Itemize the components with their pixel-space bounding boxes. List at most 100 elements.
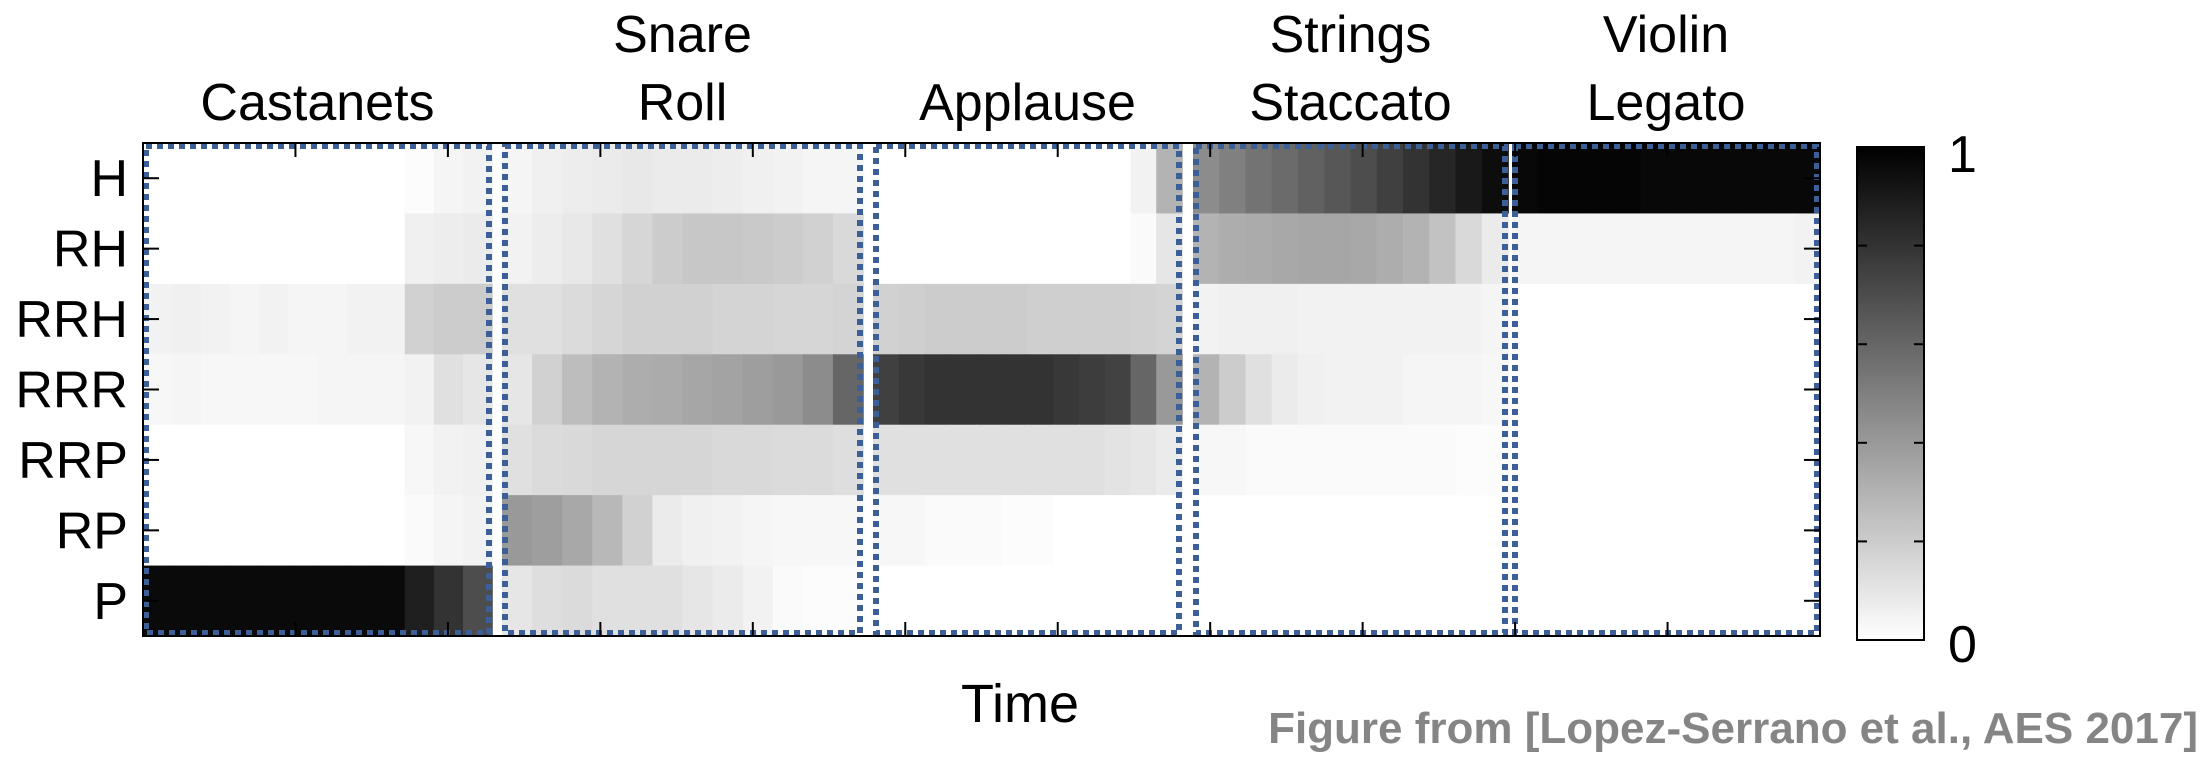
segment-label-line: Violin: [1603, 6, 1729, 64]
segment-label-line: Staccato: [1249, 74, 1451, 132]
heatmap-cell: [404, 424, 435, 496]
heatmap-cell: [230, 143, 261, 215]
heatmap-cell: [772, 495, 804, 567]
heatmap-cell: [712, 424, 744, 496]
heatmap-cell: [532, 213, 563, 285]
heatmap-cell: [201, 213, 232, 285]
heatmap-cell: [1219, 283, 1247, 355]
heatmap-cell: [201, 424, 232, 496]
heatmap-cell: [1219, 143, 1247, 215]
heatmap-cell: [712, 495, 744, 567]
heatmap-cell: [230, 213, 261, 285]
heatmap-cell: [1219, 495, 1247, 567]
figure-caption: Figure from [Lopez-Serrano et al., AES 2…: [1268, 704, 2198, 753]
heatmap-cell: [433, 283, 464, 355]
segment-box: [873, 143, 1182, 636]
heatmap-cell: [1104, 424, 1132, 496]
heatmap-cell: [712, 143, 744, 215]
heatmap-cell: [682, 143, 714, 215]
heatmap-cell: [172, 495, 202, 567]
heatmap-cell: [742, 424, 774, 496]
heatmap-cell: [1130, 354, 1158, 426]
heatmap-cell: [172, 283, 202, 355]
heatmap-cell: [1403, 354, 1431, 426]
heatmap-cell: [1104, 354, 1132, 426]
heatmap-cell: [742, 565, 774, 637]
heatmap-cell: [1768, 143, 1796, 215]
heatmap-cell: [976, 424, 1003, 496]
heatmap-cell: [346, 424, 377, 496]
heatmap-cell: [1298, 424, 1326, 496]
heatmap-cell: [898, 143, 926, 215]
heatmap-cell: [950, 424, 977, 496]
heatmap-cell: [1743, 283, 1770, 355]
heatmap-cell: [924, 495, 952, 567]
heatmap-cell: [950, 143, 977, 215]
heatmap-cell: [404, 354, 435, 426]
heatmap-cell: [1156, 354, 1183, 426]
heatmap-cell: [1193, 143, 1221, 215]
segment-box: [1193, 143, 1508, 636]
heatmap-cell: [317, 495, 348, 567]
heatmap-cell: [1589, 424, 1616, 496]
heatmap-cell: [288, 354, 319, 426]
colorbar-max-label: 1: [1948, 126, 1977, 184]
heatmap-cell: [1079, 213, 1106, 285]
heatmap-cell: [433, 424, 464, 496]
heatmap-cell: [1053, 424, 1080, 496]
heatmap-cell: [1455, 495, 1483, 567]
heatmap-cell: [1429, 354, 1457, 426]
heatmap-cell: [288, 143, 319, 215]
heatmap-cell: [1104, 213, 1132, 285]
heatmap-cell: [1376, 354, 1404, 426]
heatmap-cell: [1324, 283, 1352, 355]
heatmap-cell: [1079, 283, 1106, 355]
heatmap-cell: [682, 565, 714, 637]
segment-box: [143, 143, 492, 636]
heatmap-cell: [1130, 424, 1158, 496]
segment-label-line: Applause: [919, 74, 1136, 132]
heatmap-cell: [1666, 283, 1693, 355]
heatmap-cell: [1298, 565, 1326, 637]
heatmap-cell: [1376, 283, 1404, 355]
heatmap-cell: [201, 354, 232, 426]
heatmap-cell: [1691, 354, 1719, 426]
heatmap-cell: [562, 283, 594, 355]
heatmap-cell: [1130, 283, 1158, 355]
heatmap-cell: [1589, 143, 1616, 215]
heatmap-cell: [1455, 354, 1483, 426]
heatmap-cell: [1245, 424, 1273, 496]
heatmap-cell: [532, 354, 563, 426]
axis-ticks: [143, 143, 1820, 636]
heatmap-cell: [1717, 495, 1744, 567]
heatmap-cell: [1640, 565, 1667, 637]
heatmap-cell: [976, 354, 1003, 426]
heatmap-cell: [172, 354, 202, 426]
heatmap-cell: [1537, 143, 1565, 215]
heatmap-cell: [1768, 495, 1796, 567]
heatmap-cell: [1640, 143, 1667, 215]
heatmap-cell: [1537, 424, 1565, 496]
heatmap-cell: [1768, 213, 1796, 285]
heatmap-cell: [1429, 283, 1457, 355]
heatmap-cell: [652, 565, 684, 637]
heatmap-cell: [1640, 424, 1667, 496]
heatmap-cell: [652, 495, 684, 567]
heatmap-cell: [712, 354, 744, 426]
heatmap-cell: [1666, 565, 1693, 637]
heatmap-cell: [1403, 213, 1431, 285]
heatmap-cell: [375, 213, 406, 285]
heatmap-cell: [772, 143, 804, 215]
heatmap-cell: [1455, 283, 1483, 355]
row-label: RP: [56, 502, 128, 560]
heatmap-cell: [1219, 565, 1247, 637]
heatmap-cell: [1563, 495, 1590, 567]
heatmap-cell: [898, 213, 926, 285]
heatmap-cell: [433, 495, 464, 567]
heatmap-cell: [1768, 424, 1796, 496]
segment-boxes: [143, 143, 1820, 636]
heatmap-cell: [1717, 354, 1744, 426]
segment-label-line: Roll: [638, 74, 728, 132]
